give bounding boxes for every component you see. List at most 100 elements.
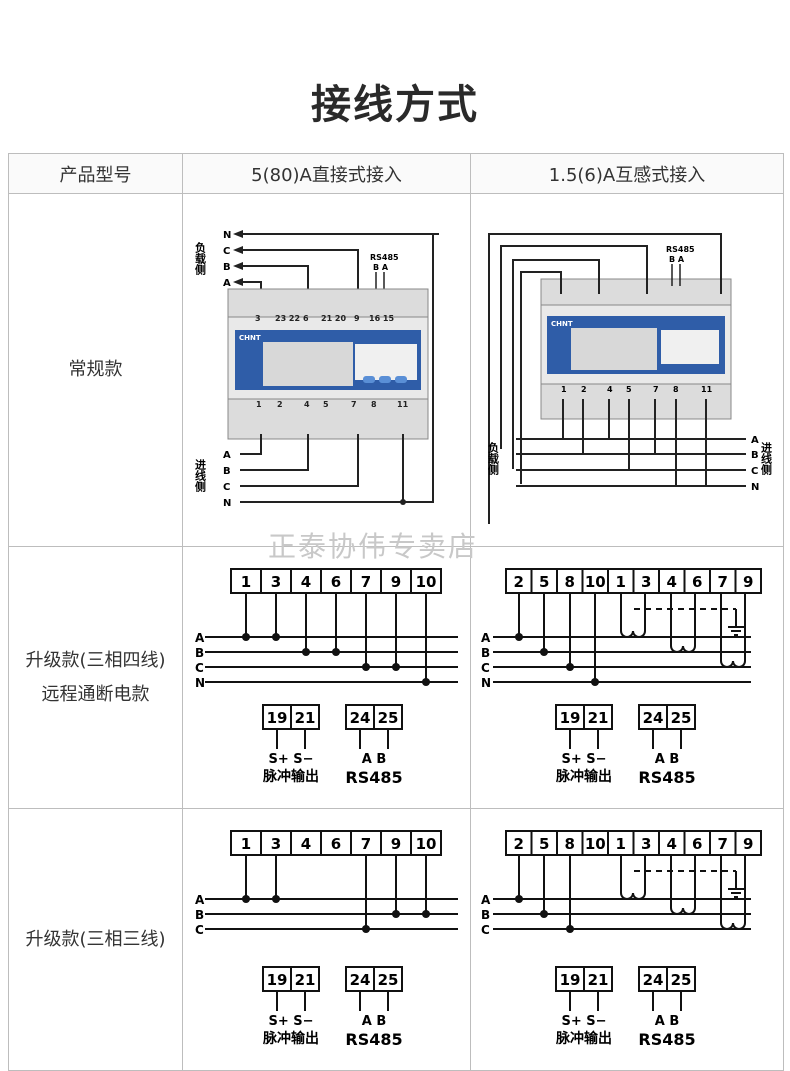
ct-phase-B: B [481, 646, 490, 660]
rs485-term-label-1: 25 [671, 971, 692, 989]
ct-bot-4: 4 [607, 385, 613, 394]
header-ct: 1.5(6)A互感式接入 [470, 153, 784, 194]
rs485-signals: A B [655, 1014, 680, 1029]
ct-term-label-0: 2 [514, 835, 524, 853]
pulse-term-box-0 [555, 704, 585, 730]
ct-term-label-4: 1 [616, 573, 626, 591]
page-title: 接线方式 [311, 82, 479, 128]
node-2 [302, 648, 310, 656]
pulse-term-box-1 [290, 966, 320, 992]
meter-direct-svg: N C B A 负载侧 RS485 B A CHNT [194, 230, 439, 509]
rs485-signals: A B [362, 752, 387, 767]
pulse-term-label-1: 21 [295, 709, 316, 727]
node-1 [272, 633, 280, 641]
pulse-term-label-0: 19 [267, 971, 288, 989]
row-label-standard: 常规款 [8, 193, 183, 547]
ct-node-2 [566, 925, 574, 933]
rs485-ba: B A [373, 263, 389, 272]
ct-bot-11: 11 [701, 385, 713, 394]
direct-term-box-4 [350, 568, 382, 594]
ct-phase-B: B [751, 450, 759, 461]
aux-leads [276, 991, 389, 1011]
in-phase-A: A [223, 450, 231, 461]
direct-term-label-5: 9 [391, 573, 401, 591]
ct-term-box-9 [734, 568, 762, 594]
ct-node-1 [540, 910, 548, 918]
phase-B-top: B [223, 262, 231, 273]
ct-node-1 [540, 648, 548, 656]
pulse-term-label-0: 19 [560, 971, 581, 989]
ct-term-label-7: 6 [692, 835, 702, 853]
in-phase-C: C [223, 482, 230, 493]
ct-term-box-7 [683, 830, 711, 856]
ct-brand-logo: CHNT [551, 320, 573, 328]
rs485-signals: A B [655, 752, 680, 767]
aux-leads [569, 729, 682, 749]
ct-phase-A: A [481, 631, 491, 645]
pulse-term-label-0: 19 [267, 709, 288, 727]
pulse-signals: S+ S− [268, 1014, 313, 1029]
pulse-label: 脉冲输出 [262, 768, 319, 785]
ct-coil-1 [670, 855, 696, 915]
ct-term-label-9: 9 [743, 573, 753, 591]
node-0 [242, 895, 250, 903]
rs485-signals: A B [362, 1014, 387, 1029]
ct-phase-N: N [751, 482, 759, 493]
ct-term-box-0 [505, 830, 533, 856]
pulse-term-label-1: 21 [588, 971, 609, 989]
rs485-term-box-0 [345, 966, 375, 992]
direct-term-label-3: 6 [331, 573, 341, 591]
ct-coil-0 [620, 855, 646, 900]
ct-term-label-6: 4 [667, 573, 677, 591]
ct-term-box-5 [632, 830, 660, 856]
node-0 [242, 633, 250, 641]
row-label-4wire: 升级款(三相四线) 远程通断电款 [8, 546, 183, 809]
phase-A-top: A [223, 278, 231, 289]
direct-term-label-0: 1 [241, 573, 251, 591]
diagram-standard-ct: CHNT RS485 B A 1 [470, 193, 784, 547]
wiring-table: 产品型号 5(80)A直接式接入 1.5(6)A互感式接入 常规款 [8, 153, 784, 1071]
bot-term-5: 5 [323, 400, 329, 409]
ct-term-label-9: 9 [743, 835, 753, 853]
pulse-label: 脉冲输出 [555, 1030, 612, 1047]
direct-term-label-5: 9 [391, 835, 401, 853]
top-term-3: 3 [255, 314, 261, 323]
rs485-term-label-1: 25 [378, 971, 399, 989]
ct-bot-5: 5 [626, 385, 632, 394]
top-term-21-20: 21 20 [321, 314, 346, 323]
direct-term-box-1 [260, 830, 292, 856]
pulse-term-label-1: 21 [295, 971, 316, 989]
ct-term-box-9 [734, 830, 762, 856]
ground-icon [728, 871, 744, 898]
phase-C: C [195, 661, 204, 675]
ct-term-label-2: 8 [565, 573, 575, 591]
direct-term-label-2: 4 [301, 835, 311, 853]
ct-phase-C: C [751, 466, 758, 477]
ct-node-3 [591, 678, 599, 686]
phase-N-top: N [223, 230, 231, 241]
rs485-term-label-0: 24 [643, 709, 664, 727]
brand-logo: CHNT [239, 334, 261, 342]
ct-bot-2: 2 [581, 385, 587, 394]
ct-bot-7: 7 [653, 385, 659, 394]
rs485-term-box-0 [345, 704, 375, 730]
top-term-16-15: 16 15 [369, 314, 394, 323]
ct-term-label-2: 8 [565, 835, 575, 853]
header-direct: 5(80)A直接式接入 [182, 153, 471, 194]
ct-phase-N: N [481, 676, 491, 690]
ct-term-label-3: 10 [585, 573, 606, 591]
node-3 [332, 648, 340, 656]
ct-node-0 [515, 895, 523, 903]
ct-term-label-5: 3 [641, 573, 651, 591]
rs485-label: RS485 [345, 1030, 402, 1049]
phase-C: C [195, 923, 204, 937]
load-side-label: 负载侧 [194, 241, 207, 276]
top-term-23-22: 23 22 [275, 314, 300, 323]
ct-node-0 [515, 633, 523, 641]
ct-term-label-3: 10 [585, 835, 606, 853]
direct-term-label-1: 3 [271, 573, 281, 591]
ct-phase-B: B [481, 908, 490, 922]
